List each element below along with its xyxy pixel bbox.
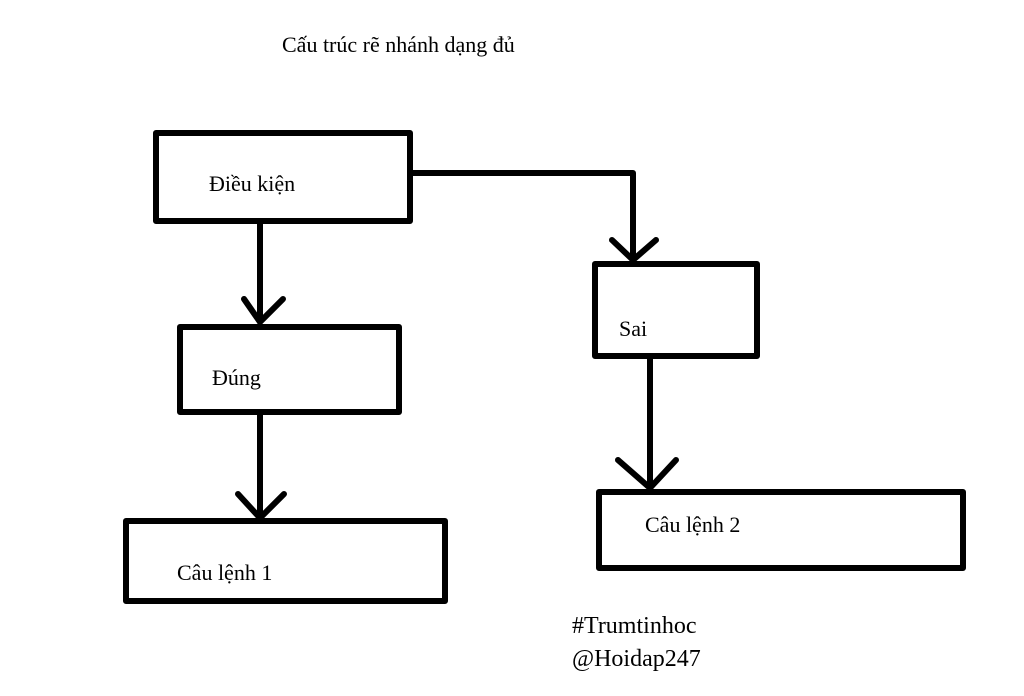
condition-label: Điều kiện — [209, 171, 296, 196]
arrowhead-false-to-statement2 — [615, 457, 679, 491]
arrow-condition-to-false — [407, 170, 636, 263]
statement2-box — [596, 489, 966, 571]
arrowhead-condition-to-true — [241, 296, 286, 325]
handle-credit: @Hoidap247 — [572, 646, 701, 672]
true-box — [177, 324, 402, 415]
true-label: Đúng — [212, 365, 261, 390]
statement2-label: Câu lệnh 2 — [645, 512, 741, 537]
false-label: Sai — [619, 316, 648, 341]
condition-box — [153, 130, 413, 224]
arrowhead-true-to-statement1 — [235, 491, 287, 521]
arrowhead-condition-to-false — [609, 237, 659, 263]
statement1-box — [123, 518, 448, 604]
hashtag-credit: #Trumtinhoc — [572, 613, 697, 639]
statement1-label: Câu lệnh 1 — [177, 560, 273, 585]
diagram-title: Cấu trúc rẽ nhánh dạng đủ — [282, 32, 515, 57]
false-box — [592, 261, 760, 359]
